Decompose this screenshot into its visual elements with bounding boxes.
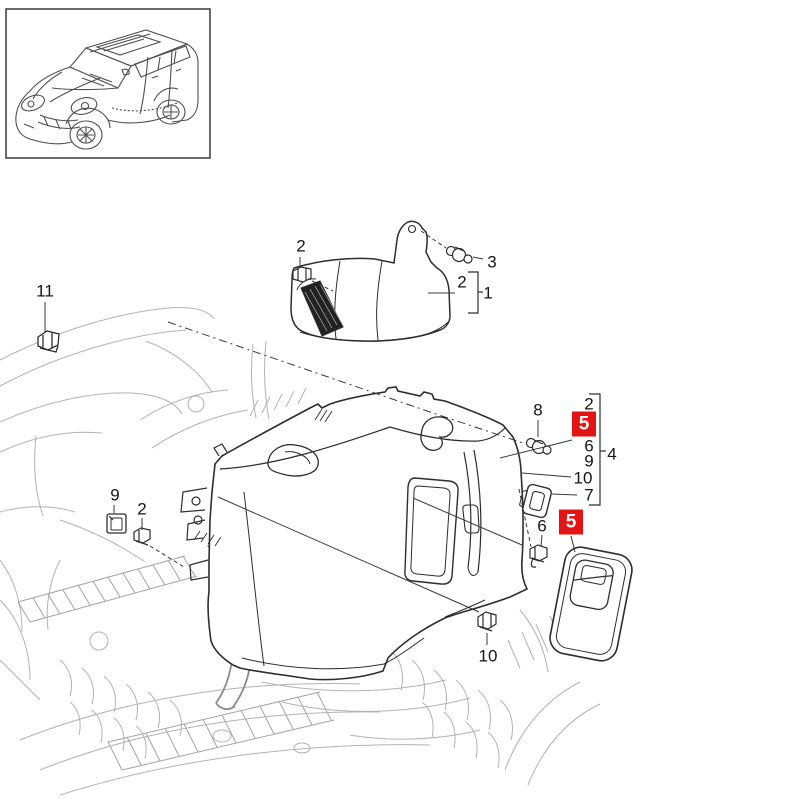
- callout-11: 11: [36, 281, 54, 301]
- callout-1: 1: [483, 283, 493, 303]
- callout-2-assembly: 2: [457, 272, 467, 292]
- callout-2-upper-clip: 2: [296, 236, 306, 256]
- callout-6-stack: 6: [584, 436, 594, 456]
- callout-6-lower: 6: [537, 516, 547, 536]
- callout-9-stack: 9: [584, 451, 594, 471]
- callout-7-stack: 7: [584, 485, 594, 505]
- clip-6-lower: [529, 544, 548, 568]
- clip-11: [37, 330, 60, 353]
- vehicle-inset: [5, 8, 211, 159]
- callout-8: 8: [533, 400, 543, 420]
- callout-4: 4: [607, 444, 617, 464]
- speaker-grille: [300, 280, 344, 337]
- leader-lines: [44, 230, 578, 645]
- pillar-trim-piece: [290, 220, 451, 342]
- bracket-assembly-1: [468, 271, 483, 314]
- callout-5-side-panel-highlighted: 5: [559, 509, 583, 535]
- callout-5-stack-highlighted: 5: [572, 411, 596, 437]
- bracket-assembly-4: [589, 393, 606, 506]
- callout-10-stack: 10: [573, 468, 593, 488]
- side-cover-panel: [549, 546, 633, 662]
- clip-10-bottom: [477, 611, 497, 632]
- quarter-trim-panel: [180, 386, 529, 681]
- callout-9-left: 9: [110, 485, 120, 505]
- callout-3: 3: [487, 252, 497, 272]
- callout-2-left: 2: [137, 499, 147, 519]
- clip-2-upper: [292, 266, 312, 283]
- clip-9-left: [106, 513, 127, 534]
- push-pin-8: [525, 437, 552, 455]
- callout-2-stack: 2: [584, 394, 594, 414]
- push-pin-3: [445, 245, 473, 264]
- clip-2-left: [133, 527, 151, 546]
- vehicle-line-art: [15, 29, 199, 150]
- callout-10-bottom: 10: [478, 646, 498, 666]
